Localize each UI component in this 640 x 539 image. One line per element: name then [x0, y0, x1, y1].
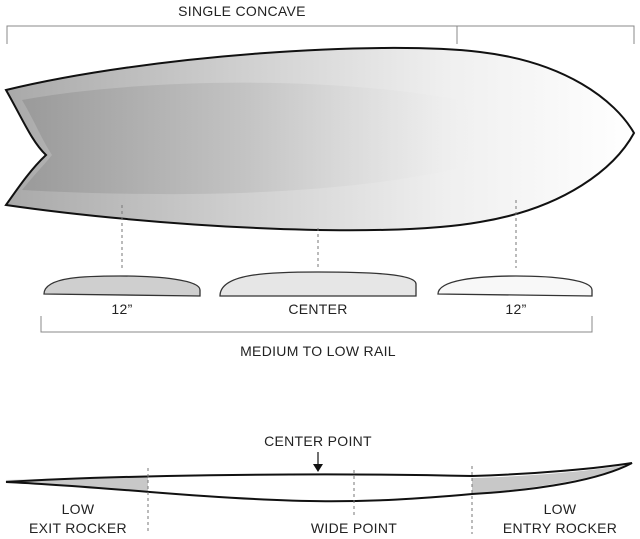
- rail-section-center-label: CENTER: [288, 301, 347, 317]
- rail-section-right: [437, 275, 593, 297]
- rail-type-label: MEDIUM TO LOW RAIL: [240, 343, 396, 359]
- rail-section-left-label: 12”: [111, 301, 132, 317]
- single-concave-label: SINGLE CONCAVE: [178, 3, 306, 19]
- entry-rocker-label-line2: ENTRY ROCKER: [503, 520, 617, 536]
- center-point-arrow-icon: [313, 464, 323, 472]
- side-profile-outline: [5, 462, 633, 503]
- surfboard-top-view: [4, 46, 636, 232]
- center-point-label: CENTER POINT: [264, 433, 372, 449]
- rail-section-left: [43, 275, 201, 297]
- rail-section-center: [219, 271, 417, 297]
- concave-shading: [22, 82, 475, 195]
- exit-rocker-label-line2: EXIT ROCKER: [29, 520, 127, 536]
- entry-rocker-label-line1: LOW: [544, 501, 577, 517]
- surfboard-side-view: [5, 462, 633, 503]
- entry-rocker-shading: [472, 464, 632, 494]
- wide-point-label: WIDE POINT: [311, 520, 397, 536]
- concave-bracket: [6, 25, 635, 44]
- rail-section-right-label: 12”: [505, 301, 526, 317]
- exit-rocker-label-line1: LOW: [62, 501, 95, 517]
- rail-bracket: [40, 316, 593, 333]
